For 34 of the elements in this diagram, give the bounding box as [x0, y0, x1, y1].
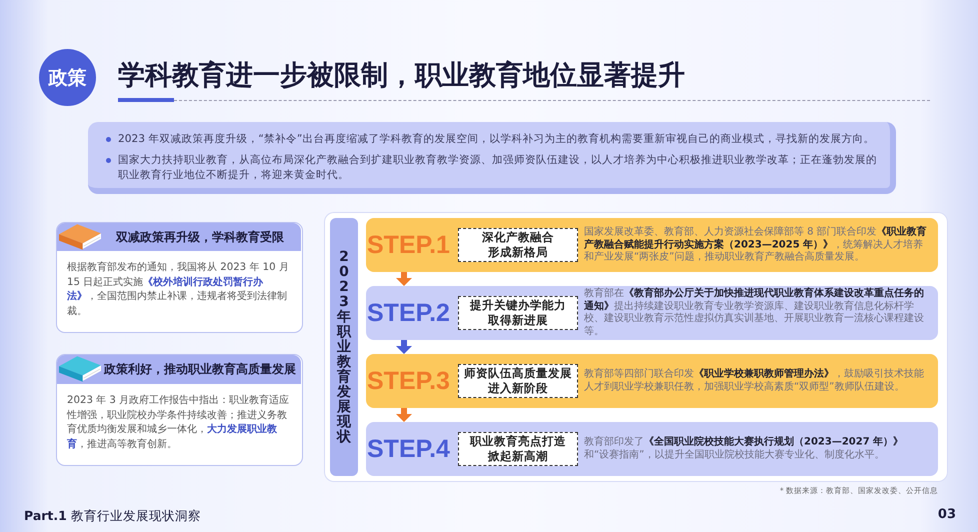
down-arrow: [396, 340, 412, 354]
policy-card: [56, 354, 303, 466]
step-row: [366, 286, 938, 340]
step-row: [366, 218, 938, 272]
step-label: STEP.2: [367, 298, 450, 328]
step-description: 教育部在《教育部办公厅关于加快推进现代职业教育体系建设改革重点任务的通知》提出持续建设职业教育专业教学资源库、建设职业教育信息化标杆学校、建设职业教育示范性虚拟仿真实训基地、开展职业教育一流核心课程建设等。: [584, 288, 925, 338]
step-title-box: 提升关键办学能力取得新进展: [458, 296, 578, 330]
step-description: 国家发展改革委、教育部、人力资源社会保障部等 8 部门联合印发《职业教育产教融合赋能提升行动实施方案（2023—2025 年）》，统筹解决人才培养和产业发展“两张皮”问题，推动职业教育产教融合高质量发展。: [584, 226, 928, 264]
step-description: 教育部印发了《全国职业院校技能大赛执行规划（2023—2027 年）》和“设赛指南”，以提升全国职业院校技能大赛专业化、制度化水平。: [584, 436, 904, 462]
card-body-text: 根据教育部发布的通知，我国将从 2023 年 10 月 15 日起正式实施《校外培训行政处罚暂行办法》，全国范围内禁止补课，违规者将受到法律制裁。: [67, 261, 290, 318]
step-row: [366, 422, 938, 476]
step-title-box: 职业教育亮点打造掀起新高潮: [458, 432, 578, 466]
step-label: STEP.3: [367, 366, 450, 396]
step-description: 教育部等四部门联合印发《职业学校兼职教师管理办法》，鼓励吸引技术技能人才到职业学校兼职任教，加强职业学校高素质“双师型”教师队伍建设。: [584, 368, 925, 394]
step-title-box: 深化产教融合形成新格局: [458, 228, 578, 262]
step-label: STEP.4: [367, 434, 450, 464]
summary-panel: [88, 122, 896, 194]
step-title-box: 师资队伍高质量发展进入新阶段: [458, 364, 578, 398]
step-label: STEP.1: [367, 230, 450, 260]
down-arrow: [396, 272, 412, 286]
vertical-title-tab: 2023 年职业教育发展现状: [330, 218, 358, 476]
summary-paragraph: 国家大力扶持职业教育，从高位布局深化产教融合到扩建职业教育教学资源、加强师资队伍建设，以人才培养为中心积极推进职业教学改革；正在蓬勃发展的职业教育行业地位不断提升，将迎来黄金时代。: [118, 153, 878, 183]
card-body-text: 2023 年 3 月政府工作报告中指出：职业教育适应性增强，职业院校办学条件持续改善；推进义务教育优质均衡发展和城乡一体化，大力发展职业教育，推进高等教育创新。: [67, 394, 290, 452]
policy-card: [56, 222, 303, 333]
summary-paragraph: 2023 年双减政策再度升级，“禁补令”出台再度缩减了学科教育的发展空间，以学科补习为主的教育机构需要重新审视自己的商业模式，寻找新的发展方向。: [118, 132, 876, 147]
card-header: 政策利好，推动职业教育高质量发展: [57, 355, 301, 384]
page-number: 03: [938, 507, 956, 522]
down-arrow: [396, 408, 412, 422]
footer-section-title: Part.1 教育行业发展现状洞察: [24, 508, 201, 525]
page-title: 学科教育进一步被限制，职业教育地位显著提升: [118, 60, 685, 92]
card-header: 双减政策再升级，学科教育受限: [57, 223, 301, 251]
section-badge: 政策: [39, 49, 96, 106]
step-row: [366, 354, 938, 408]
timeline-panel: [324, 212, 948, 482]
